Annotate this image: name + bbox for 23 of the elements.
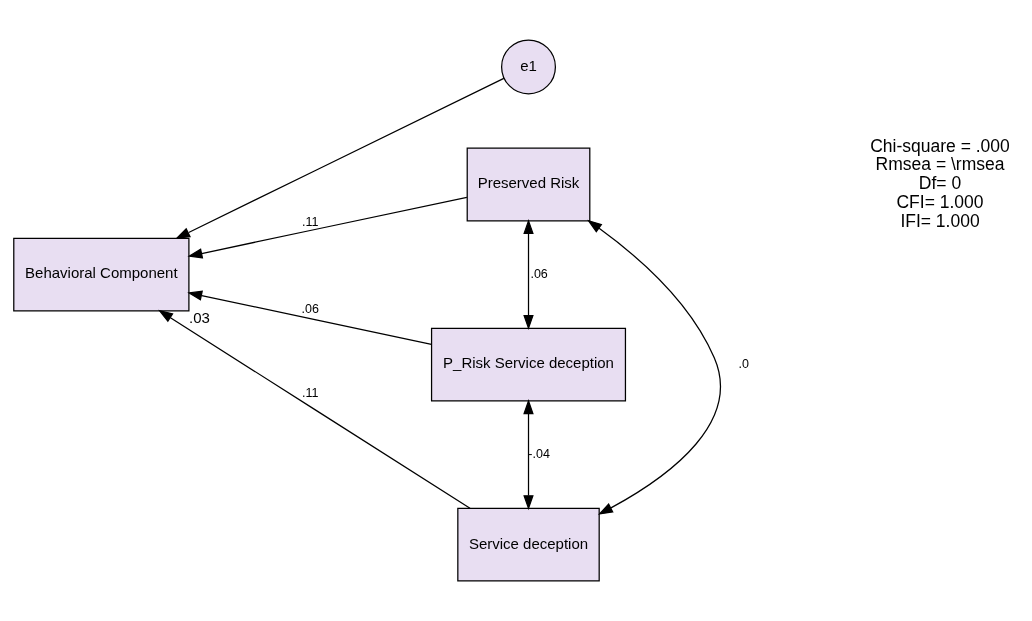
label: Chi-square = .000 <box>870 135 1010 156</box>
arrow <box>523 219 534 331</box>
edge-label: .11 <box>302 214 319 229</box>
edge-label: .11 <box>302 386 319 401</box>
label: Df= 0 <box>918 173 962 194</box>
arrow <box>587 219 722 515</box>
arrow <box>523 399 534 511</box>
arrow <box>187 290 433 345</box>
node-box: P_Risk Service deception <box>430 327 627 402</box>
label: CFI= 1.000 <box>896 191 984 212</box>
label: IFI= 1.000 <box>900 210 980 231</box>
arrow <box>158 309 471 509</box>
arrow <box>175 77 505 240</box>
edge-label: .06 <box>301 302 319 317</box>
node-box: Behavioral Component <box>13 237 190 312</box>
edge-label: .0 <box>738 356 749 371</box>
node-circle: e1 <box>501 39 557 95</box>
edge-label: .06 <box>530 266 548 281</box>
node-label: .03 <box>189 308 210 326</box>
arrow <box>187 196 468 259</box>
node-box: Preserved Risk <box>466 147 591 222</box>
node-box: Service deception <box>457 507 600 582</box>
edge-label: -.04 <box>528 446 550 461</box>
